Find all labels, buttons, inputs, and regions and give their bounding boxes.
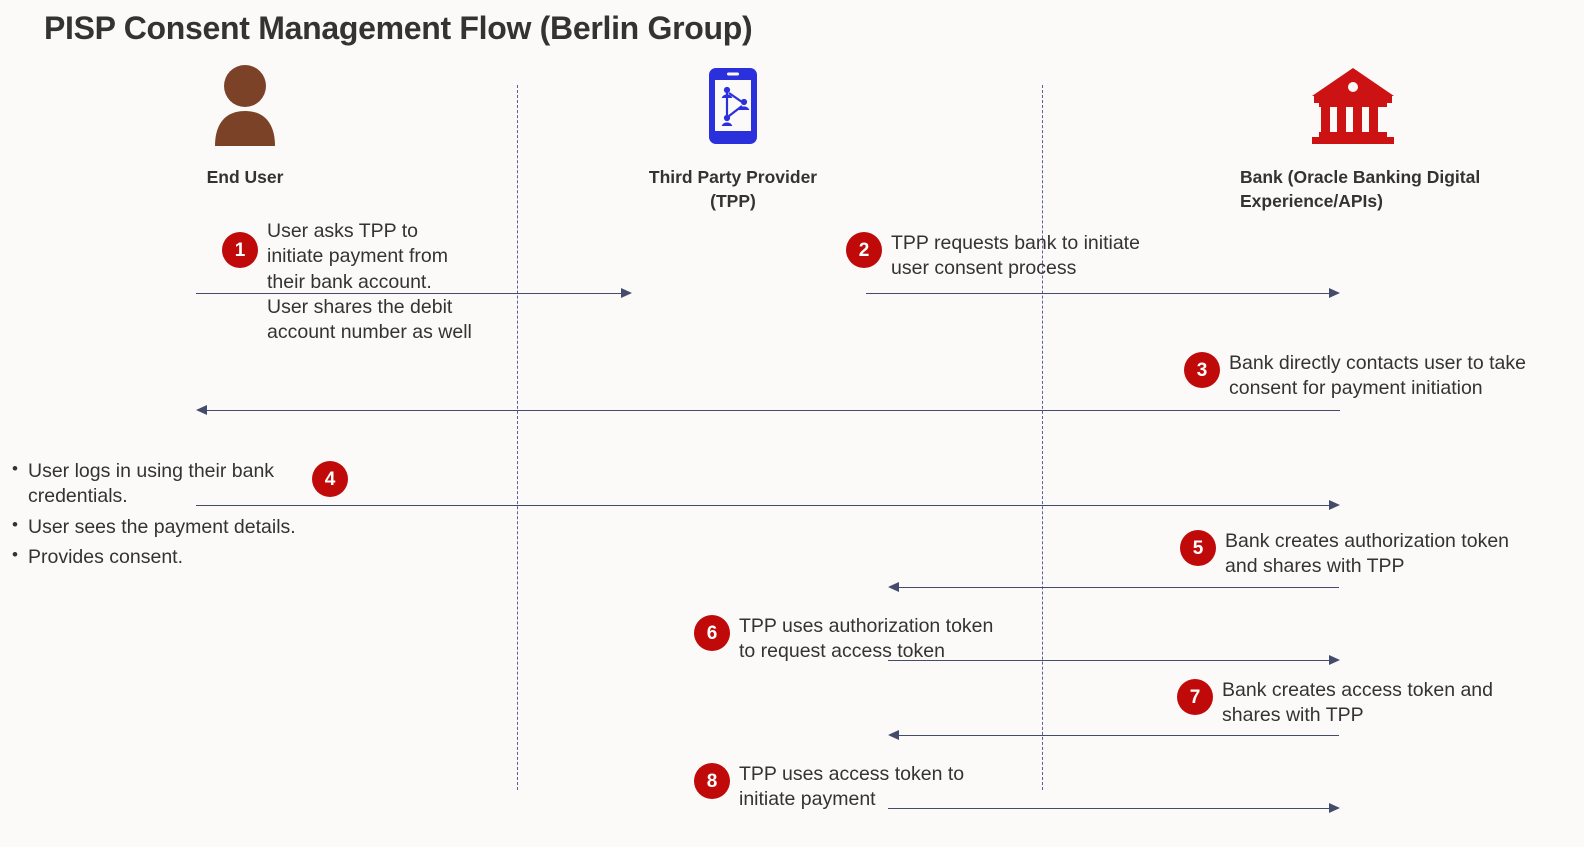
list-item: User sees the payment details. bbox=[6, 514, 336, 540]
actor-label-end-user: End User bbox=[206, 167, 284, 187]
step-6: 6 TPP uses authorization token to reques… bbox=[694, 615, 993, 665]
step-badge-1: 1 bbox=[222, 232, 258, 268]
message-line-6 bbox=[888, 660, 1329, 661]
message-line-7 bbox=[899, 735, 1339, 736]
step-text-3: Bank directly contacts user to take cons… bbox=[1229, 352, 1526, 400]
step-badge-6: 6 bbox=[694, 615, 730, 651]
step-text-6: TPP uses authorization token to request … bbox=[739, 615, 994, 663]
step-text-7: Bank creates access token and shares wit… bbox=[1222, 679, 1493, 727]
step-text-8: TPP uses access token to initiate paymen… bbox=[739, 763, 965, 811]
step-badge-3: 3 bbox=[1184, 352, 1220, 388]
actor-label-bank: Bank (Oracle Banking Digital Experience/… bbox=[1240, 167, 1481, 211]
bank-icon bbox=[1235, 62, 1510, 146]
arrow-head-1 bbox=[621, 287, 632, 298]
user-icon bbox=[140, 62, 350, 146]
step-5: 5 Bank creates authorization token and s… bbox=[1180, 530, 1509, 580]
message-line-1 bbox=[196, 293, 621, 294]
arrow-head-6 bbox=[1329, 654, 1340, 665]
step-badge-7: 7 bbox=[1177, 679, 1213, 715]
lifeline-bank bbox=[1042, 85, 1043, 790]
lifeline-tpp bbox=[517, 85, 518, 790]
arrow-head-2 bbox=[1329, 287, 1340, 298]
step-4-list: User logs in using their bank credential… bbox=[6, 458, 336, 575]
step-badge-2: 2 bbox=[846, 232, 882, 268]
actor-tpp: Third Party Provider (TPP) bbox=[628, 62, 838, 213]
mobile-network-icon bbox=[628, 62, 838, 146]
arrow-head-4 bbox=[1329, 499, 1340, 510]
actor-bank: Bank (Oracle Banking Digital Experience/… bbox=[1235, 62, 1510, 213]
step-badge-4: 4 bbox=[312, 461, 348, 497]
message-line-8 bbox=[888, 808, 1329, 809]
step-1: 1 User asks TPP to initiate payment from… bbox=[222, 220, 472, 346]
message-line-5 bbox=[899, 587, 1339, 588]
step-text-1: User asks TPP to initiate payment from t… bbox=[267, 220, 472, 344]
list-item: Provides consent. bbox=[6, 544, 336, 570]
step-text-5: Bank creates authorization token and sha… bbox=[1225, 530, 1510, 578]
step-badge-8: 8 bbox=[694, 763, 730, 799]
step-2: 2 TPP requests bank to initiate user con… bbox=[846, 232, 1140, 282]
step-7: 7 Bank creates access token and shares w… bbox=[1177, 679, 1493, 729]
step-text-2: TPP requests bank to initiate user conse… bbox=[891, 232, 1140, 280]
step-3: 3 Bank directly contacts user to take co… bbox=[1184, 352, 1526, 402]
message-line-2 bbox=[866, 293, 1329, 294]
arrow-head-7 bbox=[888, 729, 899, 740]
step-8: 8 TPP uses access token to initiate paym… bbox=[694, 763, 964, 813]
arrow-head-8 bbox=[1329, 802, 1340, 813]
arrow-head-3 bbox=[196, 404, 207, 415]
arrow-head-5 bbox=[888, 581, 899, 592]
actor-end-user: End User bbox=[140, 62, 350, 190]
actor-label-tpp: Third Party Provider (TPP) bbox=[648, 167, 818, 211]
page-title: PISP Consent Management Flow (Berlin Gro… bbox=[44, 10, 753, 46]
message-line-3 bbox=[207, 410, 1340, 411]
list-item: User logs in using their bank credential… bbox=[6, 458, 336, 510]
step-badge-5: 5 bbox=[1180, 530, 1216, 566]
message-line-4 bbox=[196, 505, 1329, 506]
